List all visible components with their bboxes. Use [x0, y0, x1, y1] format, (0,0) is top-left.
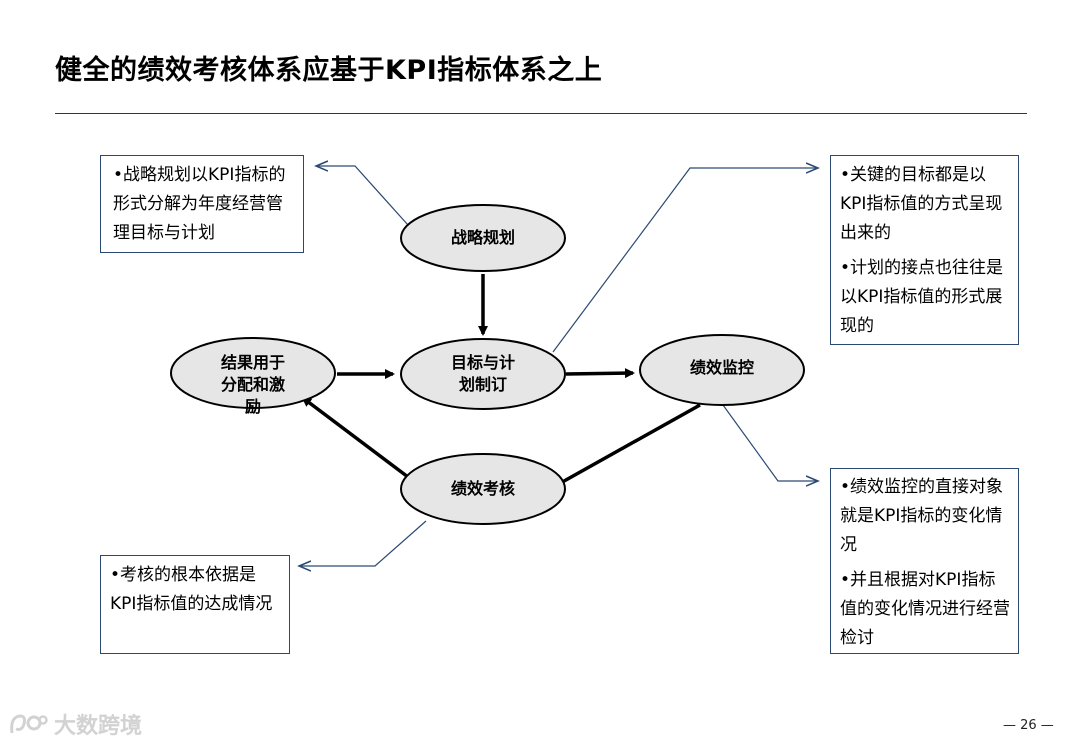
watermark-text: 大数跨境: [54, 714, 143, 739]
node-goals-label-1: 目标与计: [450, 353, 515, 372]
ellipse-strategy: [400, 204, 566, 272]
title-rule: [55, 113, 1027, 114]
node-goals: 目标与计 划制订: [401, 350, 565, 398]
note-assessment: •考核的根本依据是KPI指标值的达成情况: [100, 555, 290, 654]
connector-strategy-note: [316, 166, 409, 226]
note-goals-text-2: •计划的接点也往往是以KPI指标值的形式展现的: [840, 258, 1004, 336]
note-assessment-text: •考核的根本依据是KPI指标值的达成情况: [110, 565, 273, 614]
node-strategy-label: 战略规划: [450, 228, 515, 247]
ellipse-monitoring: [639, 334, 805, 406]
ellipse-assessment: [400, 453, 566, 525]
note-monitoring: •绩效监控的直接对象就是KPI指标的变化情况 •并且根据对KPI指标值的变化情况…: [830, 468, 1019, 654]
node-strategy: 战略规划: [401, 220, 565, 256]
connector-assessment-note: [299, 520, 427, 566]
node-assessment-label: 绩效考核: [450, 479, 515, 498]
slide-title: 健全的绩效考核体系应基于KPI指标体系之上: [55, 55, 603, 86]
note-strategy-text: •战略规划以KPI指标的形式分解为年度经营管理目标与计划: [113, 165, 286, 243]
note-monitoring-text-2: •并且根据对KPI指标值的变化情况进行经营检讨: [840, 570, 1010, 648]
node-monitoring-label: 绩效监控: [689, 358, 754, 377]
node-results-label-2: 分配和激: [220, 375, 285, 394]
note-strategy: •战略规划以KPI指标的形式分解为年度经营管理目标与计划: [100, 155, 304, 253]
node-assessment: 绩效考核: [401, 472, 565, 506]
page-number: — 26 —: [1003, 718, 1054, 733]
note-goals: •关键的目标都是以KPI指标值的方式呈现出来的 •计划的接点也往往是以KPI指标…: [830, 155, 1019, 345]
connector-monitoring-note: [722, 404, 818, 481]
watermark-logo-icon: [10, 714, 48, 734]
arrow-goals-to-monitoring: [565, 368, 635, 379]
ellipse-results: [170, 337, 336, 409]
node-monitoring: 绩效监控: [640, 352, 804, 384]
node-goals-label-2: 划制订: [458, 375, 507, 394]
line-monitoring-to-assessment: [556, 403, 701, 487]
ellipse-goals: [400, 338, 566, 410]
arrow-assessment-to-results: [301, 396, 410, 479]
connector-goals-note: [552, 168, 818, 353]
node-results-label-3: 励: [244, 397, 261, 416]
node-results: 结果用于 分配和激 励: [171, 352, 335, 424]
watermark: 大数跨境: [8, 708, 142, 740]
node-results-label-1: 结果用于: [220, 353, 285, 372]
note-goals-text-1: •关键的目标都是以KPI指标值的方式呈现出来的: [840, 165, 1003, 243]
note-monitoring-text-1: •绩效监控的直接对象就是KPI指标的变化情况: [840, 477, 1004, 555]
